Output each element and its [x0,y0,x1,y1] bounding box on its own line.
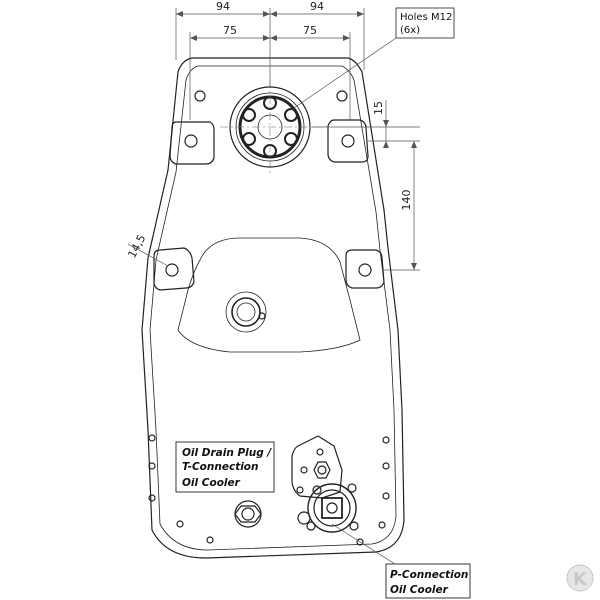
p-connection-outer [307,483,357,533]
p-connection-line1: P-Connection [390,569,468,581]
holes-callout: Holes M12 (6x) [395,7,455,39]
holes-callout-line2: (6x) [400,25,420,36]
side-hole [206,536,214,544]
p-connection-hole [306,521,316,531]
side-hole [176,520,184,528]
oil-drain-callout: Oil Drain Plug / T-Connection Oil Cooler [175,441,275,493]
bracket-hole [316,448,324,456]
housing-inner-outline [149,65,397,551]
side-hole [378,521,386,529]
p-connection-side-port [297,511,311,525]
bracket-hole [296,486,304,494]
mount-hole-mid-right [358,263,372,277]
brand-logo-text: K [573,569,588,590]
side-hole [382,462,390,470]
bracket-nut-bore [317,465,327,475]
p-connection-callout: P-Connection Oil Cooler [385,563,471,599]
mount-pad-upper-left [169,121,215,165]
p-connection-bore [326,502,338,514]
m12-hole [284,108,298,122]
side-hole [148,462,156,470]
dim-line-14-5 [127,243,169,267]
dim-14-5: 14,5 [125,232,148,260]
corner-hole-top-left [194,90,206,102]
mount-hole-upper-left [184,134,198,148]
corner-hole-top-right [336,90,348,102]
oil-drain-line1: Oil Drain Plug / [182,447,272,459]
dim-75-right: 75 [303,24,317,37]
p-connection-hole [312,485,322,495]
holes-leader [290,37,397,111]
dim-94-left: 94 [216,0,230,13]
side-hole [356,538,364,546]
housing-outline [141,57,405,559]
drain-plug-bore [241,507,255,521]
mount-hole-mid-left [165,263,179,277]
oil-drain-line2: T-Connection [182,461,259,473]
p-connection-leader [331,523,399,567]
mid-recess [177,237,361,353]
dim-15: 15 [372,101,385,115]
p-connection-hole [349,521,359,531]
bracket-hole [300,466,308,474]
side-hole [148,494,156,502]
center-boss-side-hole [258,312,266,320]
p-connection-square [321,497,343,519]
m12-hole [242,108,256,122]
mount-pad-mid-left [153,247,195,291]
side-hole [382,492,390,500]
center-boss [231,297,261,327]
p-connection-flange [313,489,351,527]
drain-plug-ring [234,500,262,528]
mount-pad-mid-right [345,249,385,289]
dim-140: 140 [400,190,413,211]
bracket-hex-nut [313,461,331,479]
side-hole [382,436,390,444]
center-boss-outer [225,291,267,333]
p-connection-hole [347,483,357,493]
m12-hole [242,132,256,146]
brand-logo: K [566,564,594,592]
m12-hole [284,132,298,146]
center-boss-inner [236,302,256,322]
mount-hole-upper-right [341,134,355,148]
mount-pad-upper-right [327,119,369,163]
oil-drain-bracket [291,435,343,499]
oil-drain-line3: Oil Cooler [182,477,241,489]
dim-75-left: 75 [223,24,237,37]
dim-94-right: 94 [310,0,324,13]
holes-callout-line1: Holes M12 [400,12,452,23]
side-hole [148,434,156,442]
p-connection-line2: Oil Cooler [390,584,449,596]
drain-plug-hex [234,505,262,523]
